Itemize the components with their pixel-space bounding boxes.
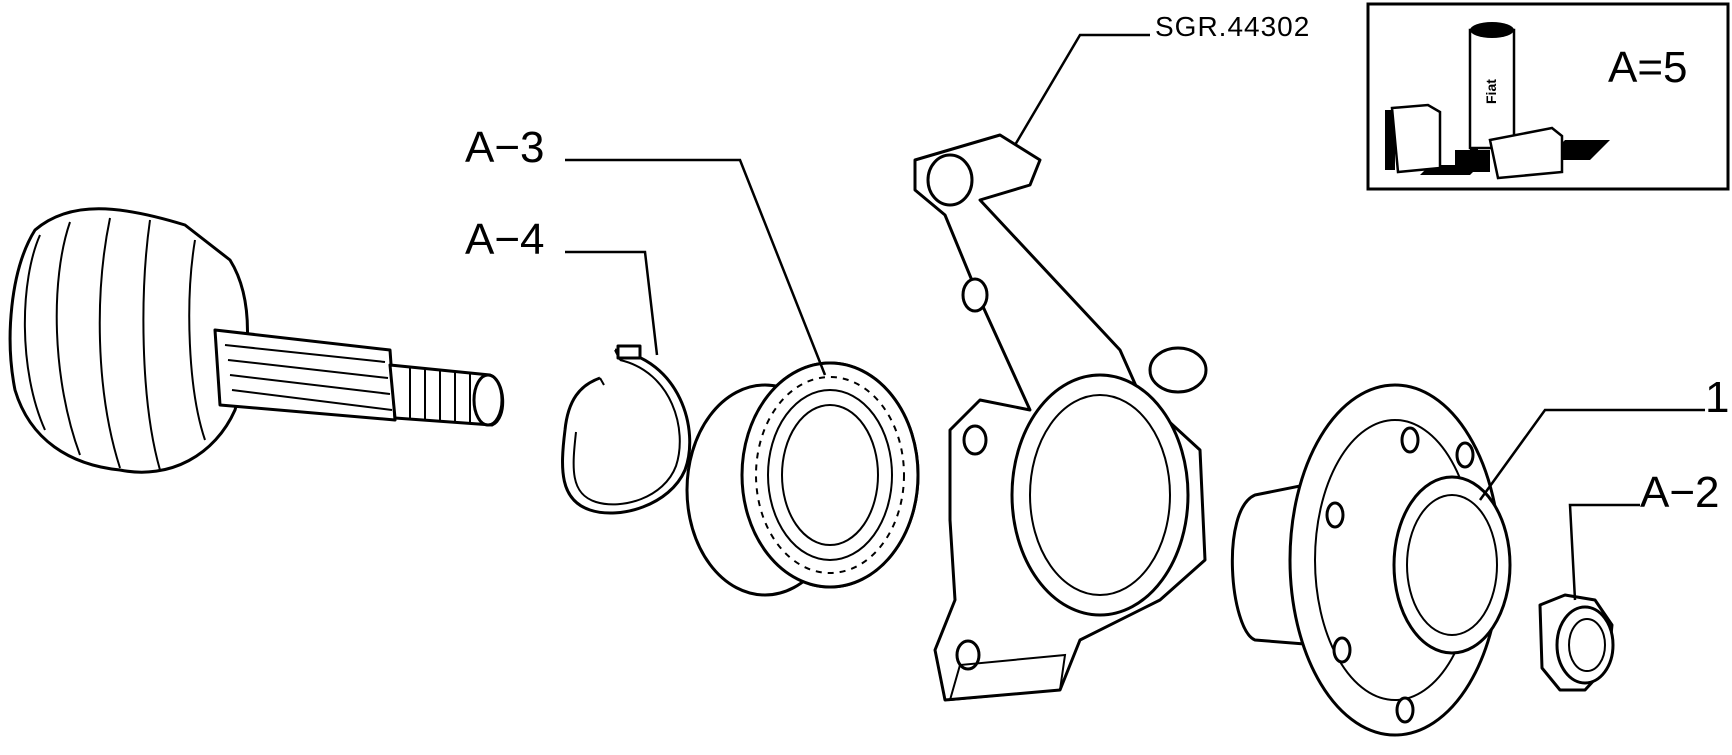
wheel-hub — [1230, 383, 1512, 737]
circlip — [561, 344, 692, 515]
drawing-reference-label: SGR.44302 — [1155, 11, 1310, 42]
label-a3: A−3 — [465, 123, 545, 172]
hub-nut — [1538, 593, 1615, 692]
legend-value: A=5 — [1608, 43, 1688, 92]
fiat-lubricant-containers-icon — [1385, 22, 1610, 180]
leader-lines — [565, 33, 1705, 601]
wheel-bearing — [685, 361, 920, 600]
label-a2: A−2 — [1640, 468, 1720, 517]
lubricant-legend: Fiat A=5 — [1366, 2, 1730, 191]
fiat-brand-text: Fiat — [1483, 79, 1499, 104]
steering-knuckle — [913, 133, 1208, 702]
cv-joint-shaft — [8, 207, 505, 474]
label-a4: A−4 — [465, 215, 545, 264]
label-1: 1 — [1705, 373, 1729, 422]
